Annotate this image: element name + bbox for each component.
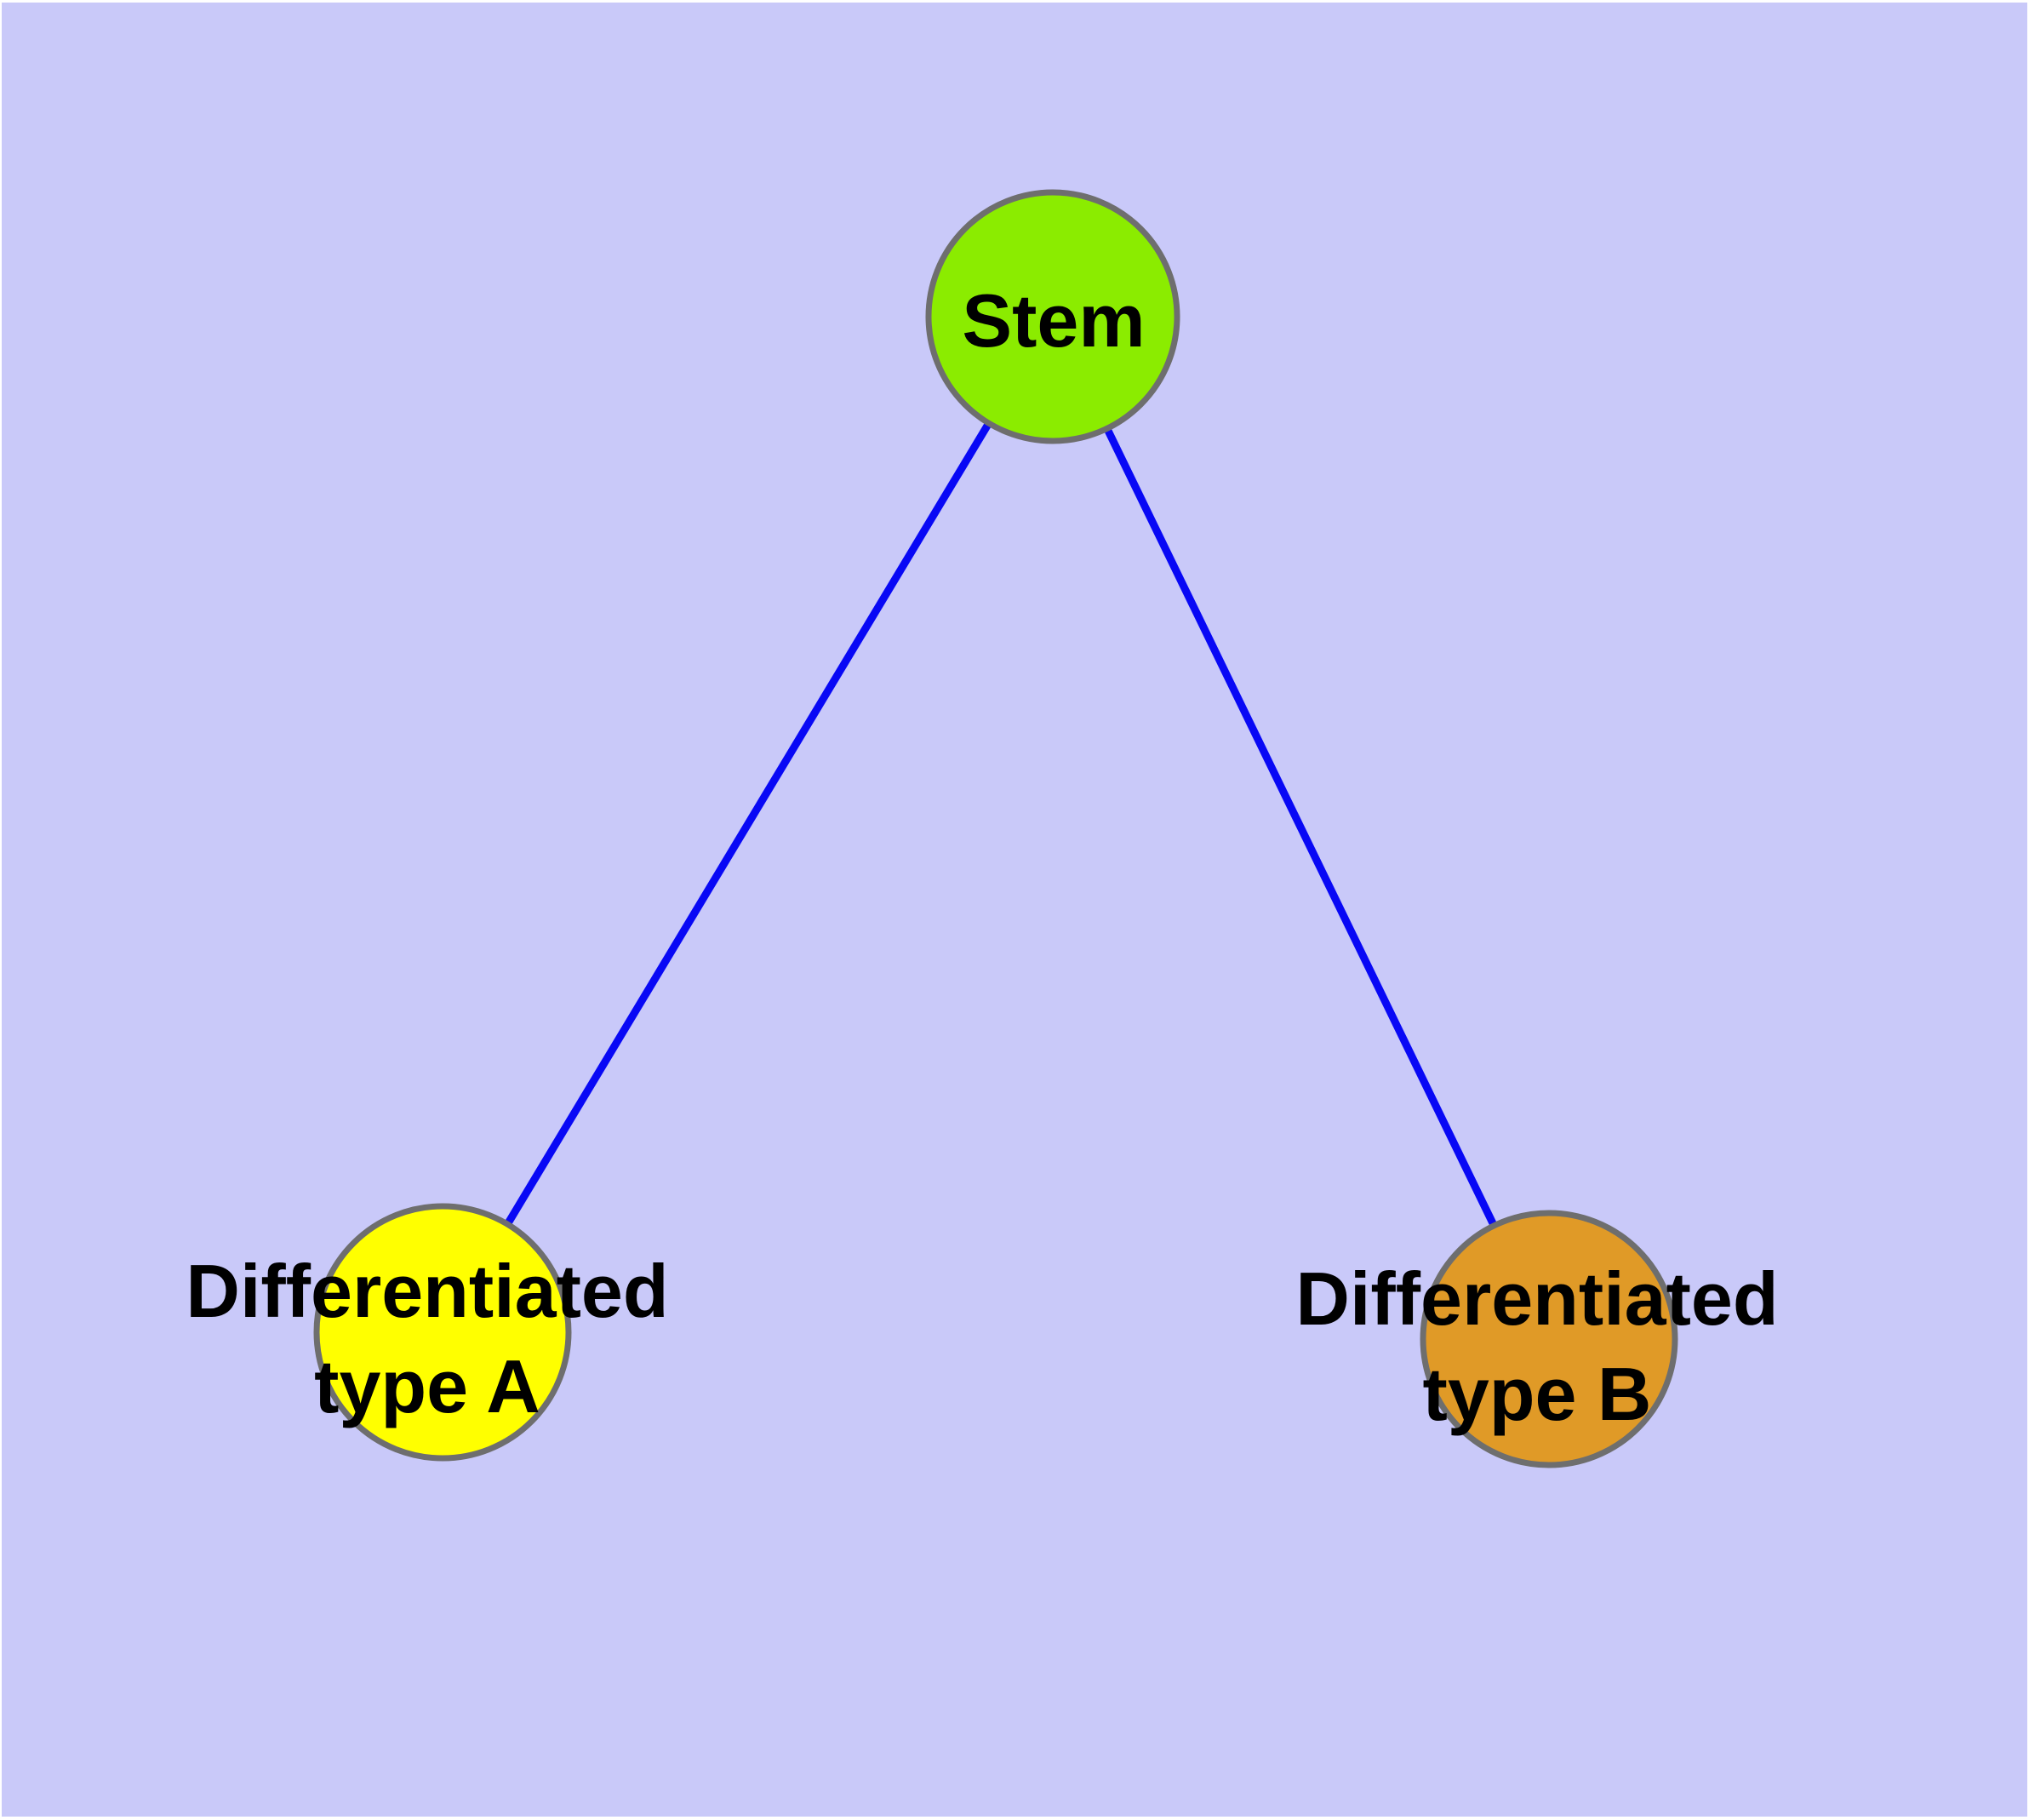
node-differentiated-type-b [1420,1210,1678,1468]
node-type-a-label-line2: type A [314,1344,540,1428]
node-differentiated-type-a [313,1203,572,1462]
node-stem-label: Stem [962,278,1145,363]
node-type-b-label-line2: type B [1423,1352,1652,1436]
edge-stem-to-type-a [439,314,1056,1335]
node-type-a-label-line1: Differentiated [186,1249,668,1333]
edge-stem-to-type-b [1049,315,1553,1341]
node-stem [925,189,1180,444]
node-type-b-label-line1: Differentiated [1295,1256,1778,1341]
